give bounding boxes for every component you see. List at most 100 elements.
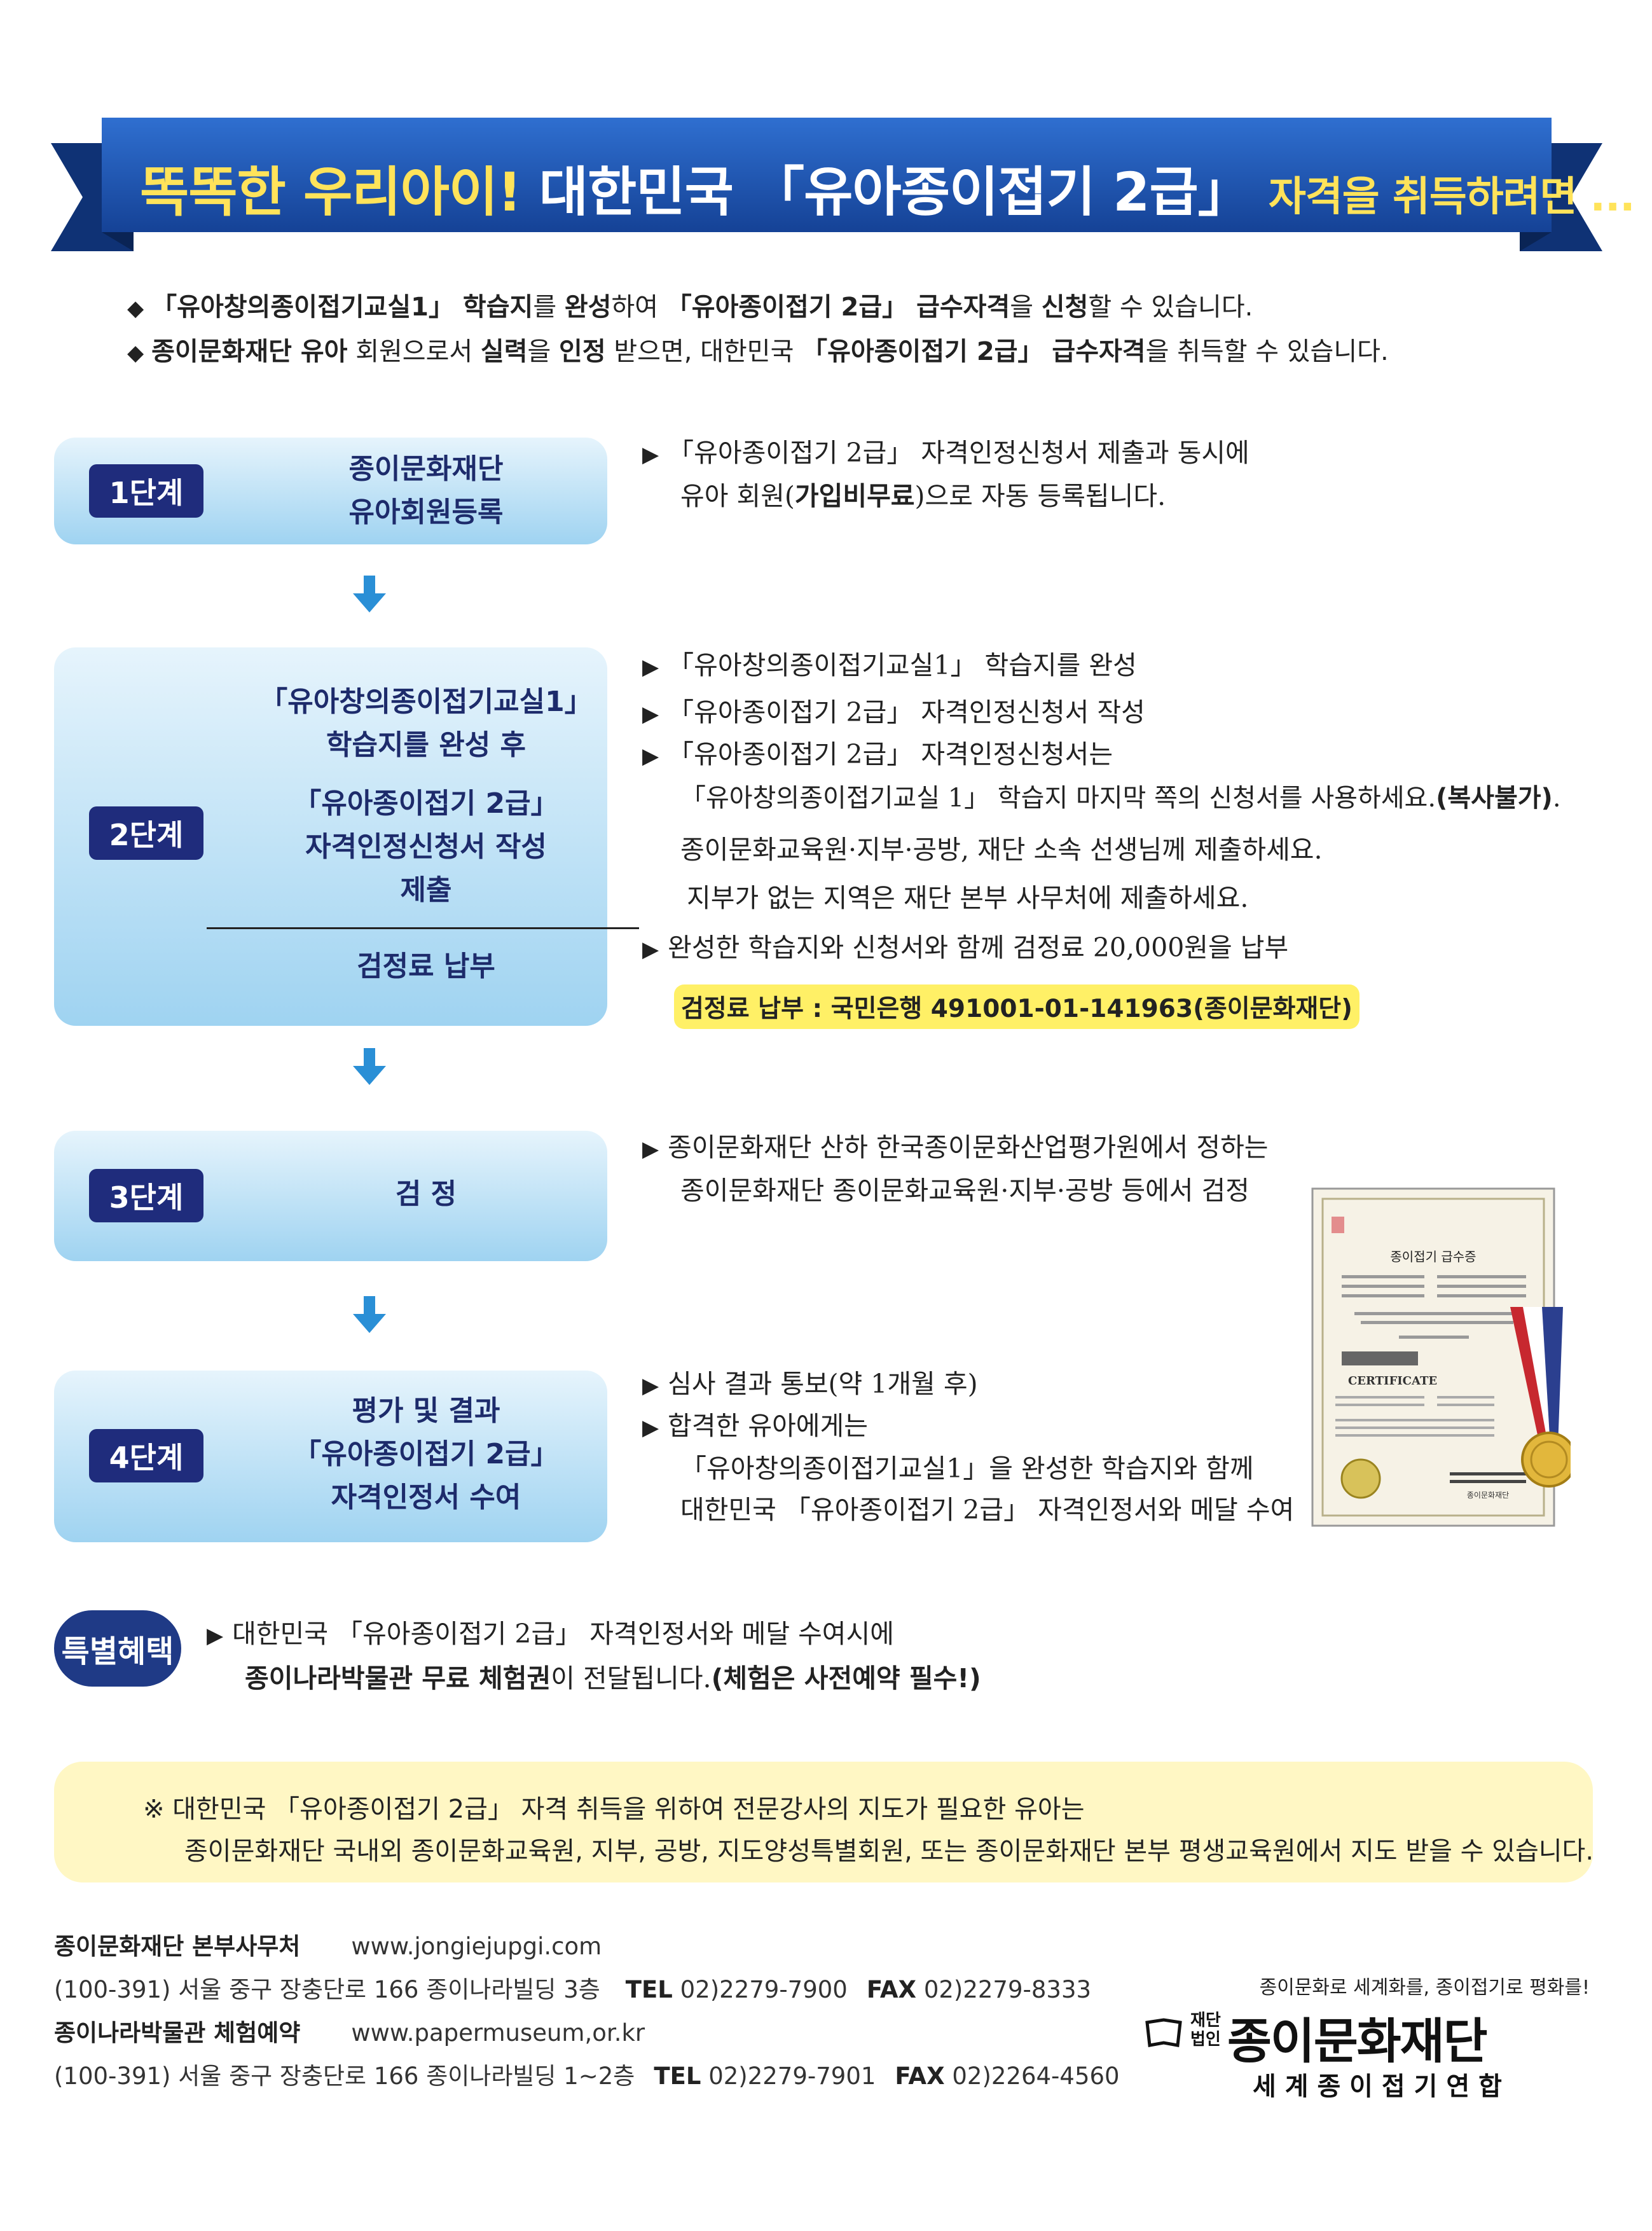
down-arrow-icon	[353, 1296, 386, 1333]
stage-2-desc-line: 지부가 없는 지역은 재단 본부 사무처에 제출하세요.	[687, 883, 1249, 913]
stage-4-box: 4단계 평가 및 결과 「유아종이접기 2급」 자격인정서 수여	[54, 1371, 607, 1542]
diamond-bullet-icon: ◆	[127, 296, 144, 321]
desc-text: 심사 결과 통보(약 1개월 후)	[668, 1369, 978, 1399]
desc-text: .	[1552, 784, 1561, 813]
title-banner	[51, 118, 1602, 251]
stage-4-desc-line: ▶심사 결과 통보(약 1개월 후)	[642, 1362, 978, 1400]
desc-text: 가입비무료	[794, 481, 915, 511]
stage-2-badge: 2단계	[89, 806, 203, 860]
banner-title-part2: 대한민국 「유아종이접기 2급」	[539, 161, 1269, 223]
note-line-2: 종이문화재단 국내외 종이문화교육원, 지부, 공방, 지도양성특별회원, 또는…	[184, 1837, 1594, 1866]
stage-2-line: 「유아창의종이접기교실1」	[259, 686, 593, 718]
triangle-bullet-icon: ▶	[642, 442, 659, 467]
fee-account-box: 검정료 납부 : 국민은행 491001-01-141963(종이문화재단)	[674, 984, 1359, 1029]
logo-tag-bottom: 법인	[1190, 2030, 1221, 2049]
stage-4-desc-line: 대한민국 「유아종이접기 2급」 자격인정서와 메달 수여	[680, 1495, 1295, 1525]
note-line-1: ※ 대한민국 「유아종이접기 2급」 자격 취득을 위하여 전문강사의 지도가 …	[143, 1795, 1085, 1824]
intro-text: 회원으로서	[347, 337, 481, 366]
intro-text: 완성	[564, 293, 612, 322]
footer-org: 종이문화재단 본부사무처	[54, 1933, 301, 1960]
banner-title-part1: 똑똑한 우리아이!	[140, 161, 539, 223]
stage-1-badge: 1단계	[89, 464, 203, 518]
logo-name: 종이문화재단	[1227, 2013, 1488, 2069]
logo-tag-top: 재단	[1190, 2011, 1221, 2030]
certificate-heading: 종이접기 급수증	[1390, 1249, 1476, 1264]
special-text: (체험은 사전예약 필수!)	[711, 1663, 981, 1694]
stage-3-badge: 3단계	[89, 1169, 203, 1222]
special-text: 종이나라박물관 무료 체험권	[245, 1663, 551, 1694]
footer-website[interactable]: www.jongiejupgi.com	[351, 1933, 602, 1960]
stage-2-line: 제출	[400, 874, 452, 906]
stage-1-line: 종이문화재단	[348, 453, 504, 485]
desc-text: 「유아종이접기 2급」 자격인정신청서 작성	[668, 697, 1145, 728]
footer-website[interactable]: www.papermuseum,or.kr	[351, 2019, 645, 2047]
desc-text: 완성한 학습지와 신청서와 함께 검정료 20,000원을 납부	[668, 932, 1289, 963]
stage-3-desc-line: ▶ 종이문화재단 산하 한국종이문화산업평가원에서 정하는	[642, 1126, 1269, 1164]
intro-text: 을	[1010, 293, 1042, 322]
desc-text: 종이문화재단 산하 한국종이문화산업평가원에서 정하는	[668, 1132, 1269, 1163]
footer-fax-label: FAX	[895, 2062, 945, 2090]
stage-3-desc-line: 종이문화재단 종이문화교육원·지부·공방 등에서 검정	[680, 1175, 1250, 1206]
intro-text: 「유아창의종이접기교실1」 학습지	[151, 293, 533, 322]
stage-2-desc-line: ▶「유아종이접기 2급」 자격인정신청서는	[642, 733, 1113, 771]
desc-text: 합격한 유아에게는	[668, 1411, 868, 1441]
triangle-bullet-icon: ▶	[642, 937, 659, 962]
footer-tel-label: TEL	[625, 1976, 673, 2003]
stage-2-line: 「유아종이접기 2급」	[293, 787, 559, 820]
stage-2-desc-line: ▶「유아종이접기 2급」 자격인정신청서 작성	[642, 691, 1145, 729]
intro-text: 할 수 있습니다.	[1088, 293, 1253, 322]
logo-slogan: 종이문화로 세계화를, 종이접기로 평화를!	[1259, 1977, 1590, 1999]
footer-address: (100-391) 서울 중구 장충단로 166 종이나라빌딩 1~2층	[54, 2062, 635, 2090]
stage-2-fee-label: 검정료 납부	[357, 950, 495, 983]
stage-4-desc-line: ▶합격한 유아에게는	[642, 1404, 868, 1442]
stage-4-line: 「유아종이접기 2급」	[293, 1438, 559, 1470]
intro-text: 하여	[611, 293, 666, 322]
diamond-bullet-icon: ◆	[127, 340, 144, 366]
stage-4-title: 평가 및 결과 「유아종이접기 2급」 자격인정서 수여	[207, 1390, 645, 1519]
stage-2-line: 학습지를 완성 후	[326, 729, 526, 761]
stage-3-box: 3단계 검 정	[54, 1131, 607, 1261]
special-text: 이 전달됩니다.	[551, 1663, 712, 1694]
stage-1-desc-line: 유아 회원(가입비무료)으로 자동 등록됩니다.	[642, 474, 1166, 513]
down-arrow-icon	[353, 1048, 386, 1085]
intro-line-1: ◆「유아창의종이접기교실1」 학습지를 완성하여 「유아종이접기 2급」 급수자…	[127, 286, 1253, 323]
stage-1-line: 유아회원등록	[348, 496, 504, 528]
paper-logo-icon	[1145, 2018, 1182, 2047]
special-line-1: ▶대한민국 「유아종이접기 2급」 자격인정서와 메달 수여시에	[207, 1612, 894, 1650]
stage-2-desc-line: ▶「유아창의종이접기교실1」 학습지를 완성	[642, 644, 1137, 682]
stage-2-line: 자격인정신청서 작성	[305, 831, 547, 863]
special-benefit-badge: 특별혜택	[54, 1610, 181, 1687]
stage-4-line: 자격인정서 수여	[331, 1481, 521, 1514]
stage-4-line: 평가 및 결과	[352, 1395, 500, 1427]
footer-tel-label: TEL	[654, 2062, 701, 2090]
stage-2-desc-line: ▶ 완성한 학습지와 신청서와 함께 검정료 20,000원을 납부	[642, 926, 1288, 964]
desc-text: 유아 회원(	[680, 481, 795, 511]
stage-3-title: 검 정	[395, 1178, 457, 1210]
stage-1-box: 1단계 종이문화재단 유아회원등록	[54, 438, 607, 544]
logo-tag: 재단 법인	[1190, 2011, 1221, 2049]
intro-text: 「유아종이접기 2급」 급수자격	[802, 337, 1146, 366]
intro-text: 인정	[559, 337, 606, 366]
certificate-english-heading: CERTIFICATE	[1348, 1374, 1437, 1388]
footer-tel: 02)2279-7900	[680, 1976, 848, 2003]
intro-text: 을	[527, 337, 560, 366]
stage-2-desc-line: 종이문화교육원·지부·공방, 재단 소속 선생님께 제출하세요.	[680, 834, 1323, 865]
stage-1-desc-line: ▶「유아종이접기 2급」 자격인정신청서 제출과 동시에	[642, 431, 1249, 469]
stage-2-box: 2단계 「유아창의종이접기교실1」 학습지를 완성 후 「유아종이접기 2급」 …	[54, 647, 639, 1026]
special-line-2: 종이나라박물관 무료 체험권이 전달됩니다.(체험은 사전예약 필수!)	[245, 1657, 981, 1695]
banner-title-part3: 자격을 취득하려면 ...	[1269, 174, 1635, 221]
note-box: ※ 대한민국 「유아종이접기 2급」 자격 취득을 위하여 전문강사의 지도가 …	[54, 1762, 1593, 1882]
intro-line-2: ◆종이문화재단 유아 회원으로서 실력을 인정 받으면, 대한민국 「유아종이접…	[127, 331, 1389, 368]
stage-2-title: 「유아창의종이접기교실1」 학습지를 완성 후 「유아종이접기 2급」 자격인정…	[207, 680, 645, 912]
footer-fax-label: FAX	[866, 1976, 917, 2003]
certificate-org: 종이문화재단	[1467, 1491, 1509, 1500]
footer-tel: 02)2279-7901	[708, 2062, 876, 2090]
triangle-bullet-icon: ▶	[642, 1136, 659, 1162]
stage-4-badge: 4단계	[89, 1429, 203, 1482]
footer-fax: 02)2264-4560	[952, 2062, 1120, 2090]
down-arrow-icon	[353, 576, 386, 612]
intro-text: 「유아종이접기 2급」 급수자격	[666, 293, 1010, 322]
